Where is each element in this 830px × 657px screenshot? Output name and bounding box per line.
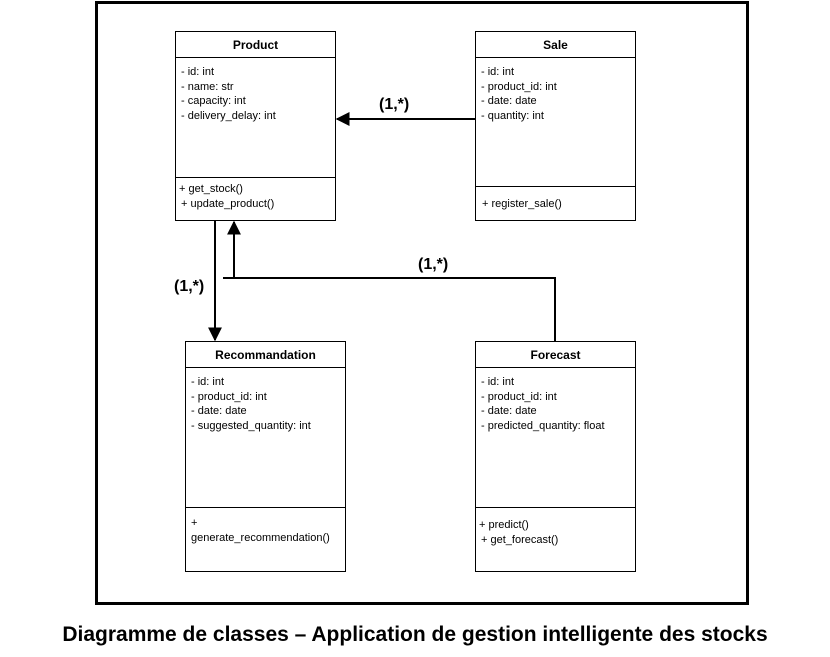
attribute: - name: str xyxy=(181,80,234,93)
attribute: - date: date xyxy=(481,95,537,107)
method-list: + get_stock() + update_product() xyxy=(176,178,335,211)
method: + update_product() xyxy=(181,197,275,210)
attribute: - quantity: int xyxy=(481,109,544,122)
attribute: - product_id: int xyxy=(481,80,557,93)
method: generate_recommendation() xyxy=(191,531,330,544)
attribute-list: - id: int - name: str - capacity: int - … xyxy=(176,58,335,178)
multiplicity-label: (1,*) xyxy=(379,96,410,113)
attribute-list: - id: int - product_id: int - date: date… xyxy=(476,58,635,187)
attribute: - date: date xyxy=(191,405,247,417)
diagram-frame xyxy=(95,1,749,605)
method: + get_forecast() xyxy=(481,533,559,546)
attribute: - id: int xyxy=(481,66,515,78)
arrow-forecast-to-product xyxy=(223,220,556,341)
method: + get_stock() xyxy=(179,183,243,195)
attribute: - product_id: int xyxy=(481,390,557,403)
attribute: - product_id: int xyxy=(191,390,267,403)
attribute: - suggested_quantity: int xyxy=(191,419,311,432)
attribute: - predicted_quantity: float xyxy=(481,419,605,432)
method-list: + register_sale() xyxy=(476,187,635,212)
diagram-caption: Diagramme de classes – Application de ge… xyxy=(62,623,768,646)
attribute: - delivery_delay: int xyxy=(181,109,276,122)
class-product: Product - id: int - name: str - capacity… xyxy=(175,31,336,221)
method: + predict() xyxy=(479,519,529,531)
attribute: - capacity: int xyxy=(181,95,246,107)
class-recommandation: Recommandation - id: int - product_id: i… xyxy=(185,341,346,572)
method: + xyxy=(191,517,198,529)
class-name: Sale xyxy=(476,32,635,58)
attribute: - id: int xyxy=(481,376,515,388)
method-list: + generate_recommendation() xyxy=(186,508,345,545)
attribute: - date: date xyxy=(481,405,537,417)
attribute-list: - id: int - product_id: int - date: date… xyxy=(476,368,635,508)
attribute-list: - id: int - product_id: int - date: date… xyxy=(186,368,345,508)
class-sale: Sale - id: int - product_id: int - date:… xyxy=(475,31,636,221)
class-name: Forecast xyxy=(476,342,635,368)
attribute: - id: int xyxy=(191,376,225,388)
method: + register_sale() xyxy=(482,198,562,210)
class-name: Recommandation xyxy=(186,342,345,368)
multiplicity-label: (1,*) xyxy=(174,278,205,295)
attribute: - id: int xyxy=(181,66,215,78)
method-list: + predict() + get_forecast() xyxy=(476,508,635,547)
class-name: Product xyxy=(176,32,335,58)
class-forecast: Forecast - id: int - product_id: int - d… xyxy=(475,341,636,572)
multiplicity-label: (1,*) xyxy=(418,256,449,273)
